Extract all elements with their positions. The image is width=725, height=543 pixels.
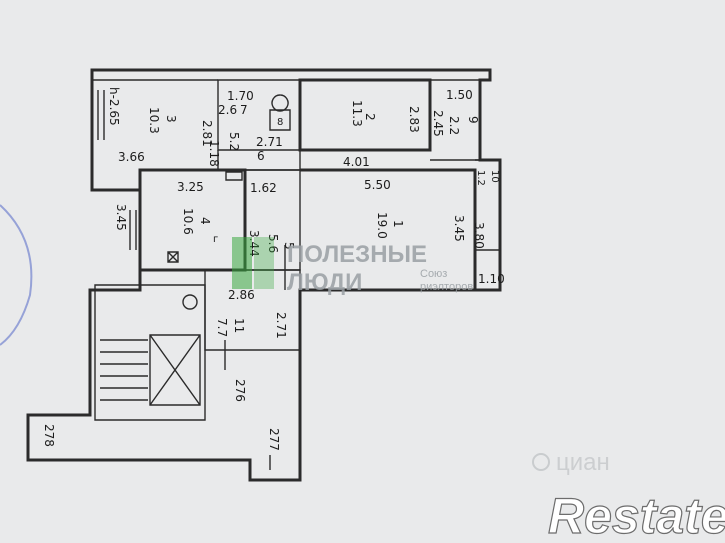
dim-label: 3.45: [114, 204, 128, 231]
dim-label: 1.62: [250, 181, 277, 195]
room-label: г: [213, 234, 218, 245]
room-area-label: 10.6: [181, 208, 195, 235]
dim-label: 277: [267, 428, 281, 451]
room-number-label: 11: [232, 318, 246, 333]
dim-label: 4.01: [343, 155, 370, 169]
room-number-label: 2: [363, 113, 377, 121]
outer-walls: [26, 68, 502, 482]
brand-sub1: Союз: [420, 268, 447, 280]
stair-dims: 276 277 278: [42, 379, 281, 451]
room-number-label: 1: [391, 220, 405, 228]
ceiling-height-label: h-2.65: [107, 87, 121, 126]
brand-line1: ПОЛЕЗНЫЕ: [287, 241, 427, 268]
room-area-label: 5.6: [266, 234, 280, 253]
room-area-label: 5.2: [227, 132, 241, 151]
room-number-label: 9: [466, 116, 480, 124]
room-area-label: 19.0: [375, 212, 389, 239]
room-area-label: 1.2: [475, 170, 486, 186]
room-number-label: 3: [164, 115, 178, 123]
room-9: 1.50 9 2.2 2.45: [431, 88, 480, 137]
room-7: 1.70 7 2.6 1.18 2.71 6 5.2 8: [207, 89, 283, 167]
dim-label: 3.45: [452, 215, 466, 242]
room-area-label: 10.3: [147, 107, 161, 134]
cian-logo-icon: [532, 453, 550, 471]
dim-label: 1.10: [478, 272, 505, 286]
restate-logo: Restate: [548, 488, 725, 543]
dim-label: 276: [233, 379, 247, 402]
room-11: 2.86 11 7.7 2.71: [215, 288, 288, 339]
dim-label: 2.86: [228, 288, 255, 302]
room-number-label: 4: [198, 217, 212, 225]
dim-label: 3.80: [472, 222, 486, 249]
cian-label: циан: [556, 449, 610, 476]
room-number-label: 5: [282, 242, 296, 250]
dim-label: 3.25: [177, 180, 204, 194]
room-area-label: 2.6: [218, 103, 237, 117]
brand-logo-icon: [254, 237, 274, 289]
dim-label: 278: [42, 424, 56, 447]
dim-label: 1.50: [446, 88, 473, 102]
room-5: 3.44 5.6 5: [247, 230, 296, 257]
room-number-label: 10: [489, 170, 500, 183]
room-area-label: 2.2: [447, 116, 461, 135]
room-1: 5.50 1 19.0 3.45 3.80: [364, 178, 486, 249]
room-number-label: 8: [277, 117, 283, 128]
room-number-label: 7: [240, 103, 248, 117]
dim-label: 2.45: [431, 110, 445, 137]
dim-label: 5.50: [364, 178, 391, 192]
room-area-label: 11.3: [350, 100, 364, 127]
brand-sub2: риэлторов: [420, 281, 473, 293]
room-4: 3.25 3.45 4 10.6 1.62 г: [114, 180, 277, 245]
room-area-label: 7.7: [215, 318, 229, 337]
room-2: 2 11.3 2.83 4.01: [343, 100, 421, 169]
dim-label: 2.71: [256, 135, 283, 149]
dim-label: 2.81: [200, 120, 214, 147]
room-3: 3.66 2.81 h-2.65 10.3 3: [107, 87, 214, 164]
dim-label: 2.71: [274, 312, 288, 339]
brand-logo-icon: [232, 237, 252, 289]
dim-label: 2.83: [407, 106, 421, 133]
dim-label: 1.70: [227, 89, 254, 103]
brand-watermark: ПОЛЕЗНЫЕ ЛЮДИ Союз риэлторов: [232, 237, 473, 296]
room-10: 10 1.2 1.10: [475, 170, 505, 286]
dim-label: 3.66: [118, 150, 145, 164]
cian-watermark: циан: [532, 449, 610, 476]
brand-line2: ЛЮДИ: [287, 269, 362, 296]
stamp-fragment-icon: [0, 204, 33, 346]
room-number-label: 6: [257, 149, 265, 163]
dim-label: 1.18: [207, 140, 221, 167]
